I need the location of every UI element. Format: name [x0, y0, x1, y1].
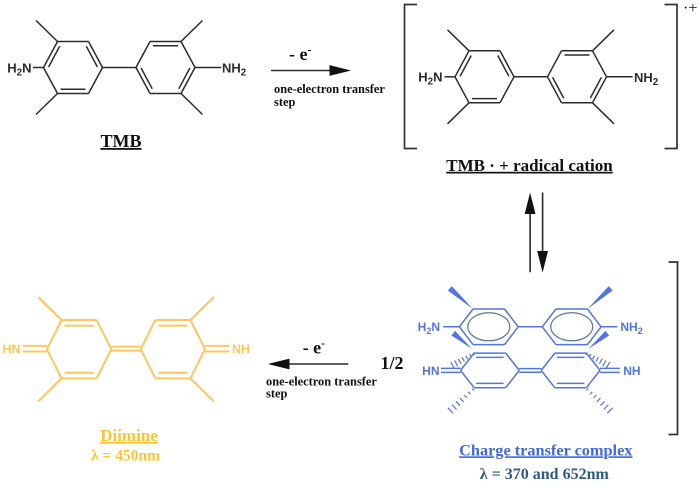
- svg-text:1/2: 1/2: [381, 353, 404, 373]
- svg-text:H2N: H2N: [7, 60, 31, 78]
- svg-text:HN: HN: [3, 343, 21, 357]
- svg-text:NH2: NH2: [634, 70, 659, 88]
- svg-text:HN: HN: [422, 364, 439, 378]
- svg-text:one-electron transfer: one-electron transfer: [274, 82, 385, 96]
- svg-text:one-electron transfer: one-electron transfer: [266, 375, 377, 389]
- svg-text:- e-: - e-: [289, 42, 311, 64]
- svg-text:NH2: NH2: [620, 320, 642, 336]
- svg-text:NH: NH: [232, 343, 250, 357]
- svg-text:·+: ·+: [683, 0, 697, 17]
- svg-text:H2N: H2N: [418, 70, 442, 88]
- svg-text:- e-: - e-: [303, 336, 325, 358]
- svg-text:step: step: [266, 386, 287, 400]
- svg-text:TMB · + radical cation: TMB · + radical cation: [446, 156, 613, 175]
- svg-text:step: step: [274, 95, 295, 109]
- svg-text:λ = 370 and 652nm: λ = 370 and 652nm: [480, 466, 610, 483]
- svg-text:Diimine: Diimine: [100, 426, 158, 445]
- svg-text:H2N: H2N: [418, 320, 440, 336]
- svg-text:λ = 450nm: λ = 450nm: [91, 448, 160, 465]
- svg-text:NH2: NH2: [222, 61, 247, 79]
- svg-text:NH: NH: [623, 364, 640, 378]
- svg-text:TMB: TMB: [100, 131, 141, 151]
- svg-text:Charge transfer complex: Charge transfer complex: [459, 440, 633, 459]
